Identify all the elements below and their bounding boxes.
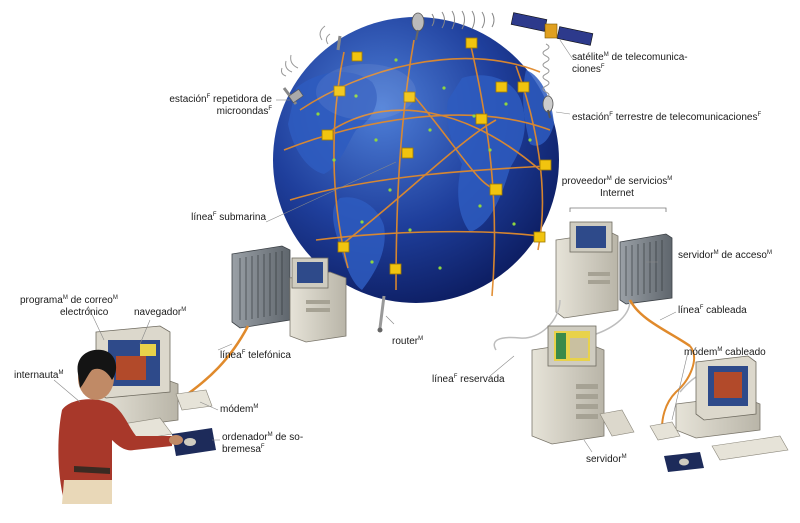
continent-asia: [523, 70, 554, 146]
cable-modem-computer: [649, 355, 789, 472]
continent-north-america: [288, 71, 377, 174]
globe: [273, 17, 559, 303]
callout-lines: [53, 39, 689, 453]
label-leased-line: líneaF reservada: [432, 374, 505, 385]
label-email-program: programaM de correoM electrónico: [20, 295, 118, 318]
isp-server-group: [555, 207, 673, 319]
satellite-icon: [510, 12, 594, 46]
label-cable-line: líneaF cableada: [678, 305, 747, 316]
label-internaut: internautaM: [14, 370, 64, 381]
server-computer: [531, 325, 635, 445]
microwave-tower-icon: [281, 25, 342, 105]
downlink-signal-icon: [542, 43, 550, 99]
network-hubs: [321, 37, 552, 275]
label-submarine-line: líneaF submarina: [191, 212, 266, 223]
label-microwave-station: estaciónF repetidora de microondasF: [169, 94, 272, 117]
city-nodes: [316, 58, 532, 270]
label-phone-line: líneaF telefónica: [220, 350, 291, 361]
label-internet-provider: proveedorM de serviciosM Internet: [561, 176, 673, 199]
label-earth-station: estaciónF terrestre de telecomunicacione…: [572, 112, 762, 123]
uplink-dish-icon: [411, 10, 495, 41]
label-desktop-computer: ordenadorM de so- bremesaF: [222, 432, 304, 455]
earth-station-dish-icon: [542, 95, 554, 119]
router-icon: [377, 295, 386, 333]
telephone-exchange: [231, 245, 347, 343]
label-server: servidorM: [586, 454, 627, 465]
label-cable-modem: módemM cableado: [684, 347, 766, 358]
label-browser: navegadorM: [134, 307, 187, 318]
label-satellite: satéliteM de telecomunica- cionesF: [572, 52, 688, 75]
label-modem: módemM: [220, 404, 259, 415]
network-links: [283, 39, 551, 297]
label-access-server: servidorM de accesoM: [678, 250, 772, 261]
internaut-person: [58, 349, 183, 504]
label-router: routerM: [392, 336, 424, 347]
